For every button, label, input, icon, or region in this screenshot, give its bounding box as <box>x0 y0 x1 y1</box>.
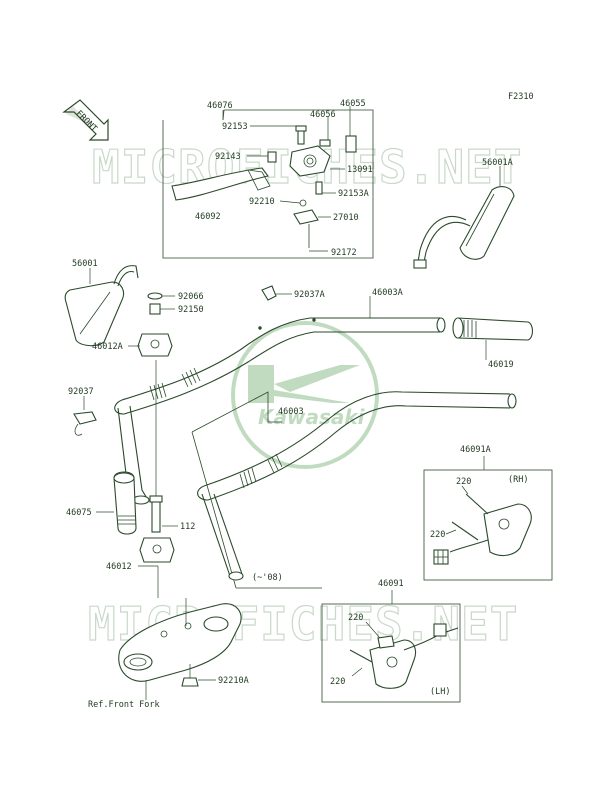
logo-text: Kawasaki <box>258 405 366 429</box>
label-46012A: 46012A <box>92 342 123 352</box>
label-92143: 92143 <box>215 152 241 162</box>
label-220-lh-a: 220 <box>348 613 363 623</box>
label-56001A: 56001A <box>482 158 513 168</box>
label-92037A: 92037A <box>294 290 325 300</box>
label-46019: 46019 <box>488 360 514 370</box>
front-fork-clamp <box>118 598 242 700</box>
right-mirror <box>413 166 515 269</box>
label-46091A: 46091A <box>460 445 491 455</box>
label-92210A: 92210A <box>218 676 249 686</box>
label-220-rh-b: 220 <box>430 530 445 540</box>
right-grip-46019 <box>452 317 534 360</box>
label-46092: 46092 <box>195 212 221 222</box>
label-220-rh-a: 220 <box>456 477 471 487</box>
lh-switch-assembly <box>321 590 461 703</box>
left-small-parts <box>73 292 175 436</box>
clutch-lever-assembly <box>162 106 374 259</box>
front-arrow-icon: FRONT <box>62 99 109 141</box>
label-13091: 13091 <box>347 165 373 175</box>
label-92037: 92037 <box>68 387 94 397</box>
label-92153A: 92153A <box>338 189 369 199</box>
label-92150: 92150 <box>178 305 204 315</box>
label-46012: 46012 <box>106 562 132 572</box>
label-46056: 46056 <box>310 110 336 120</box>
label-46076: 46076 <box>207 101 233 111</box>
label-92153: 92153 <box>222 122 248 132</box>
left-grip-46075 <box>96 471 137 535</box>
label-92172: 92172 <box>331 248 357 258</box>
left-mirror <box>64 265 139 347</box>
label-56001: 56001 <box>72 259 98 269</box>
label-46003A: 46003A <box>372 288 403 298</box>
label-46003: 46003 <box>278 407 304 417</box>
holder-bolt-assembly <box>138 360 178 598</box>
handlebar-46003 <box>191 391 517 589</box>
label-27010: 27010 <box>333 213 359 223</box>
rh-switch-assembly <box>423 456 553 581</box>
kawasaki-logo: Kawasaki <box>231 321 379 469</box>
figure-code: F2310 <box>508 92 534 102</box>
label-112: 112 <box>180 522 195 532</box>
ref-front-fork-note: Ref.Front Fork <box>88 700 160 710</box>
lh-note: (LH) <box>430 687 450 697</box>
rh-note: (RH) <box>508 475 528 485</box>
label-46075: 46075 <box>66 508 92 518</box>
label-46091: 46091 <box>378 579 404 589</box>
label-46055: 46055 <box>340 99 366 109</box>
model-range-note: (~'08) <box>252 573 283 583</box>
label-92066: 92066 <box>178 292 204 302</box>
label-220-lh-b: 220 <box>330 677 345 687</box>
label-92210: 92210 <box>249 197 275 207</box>
